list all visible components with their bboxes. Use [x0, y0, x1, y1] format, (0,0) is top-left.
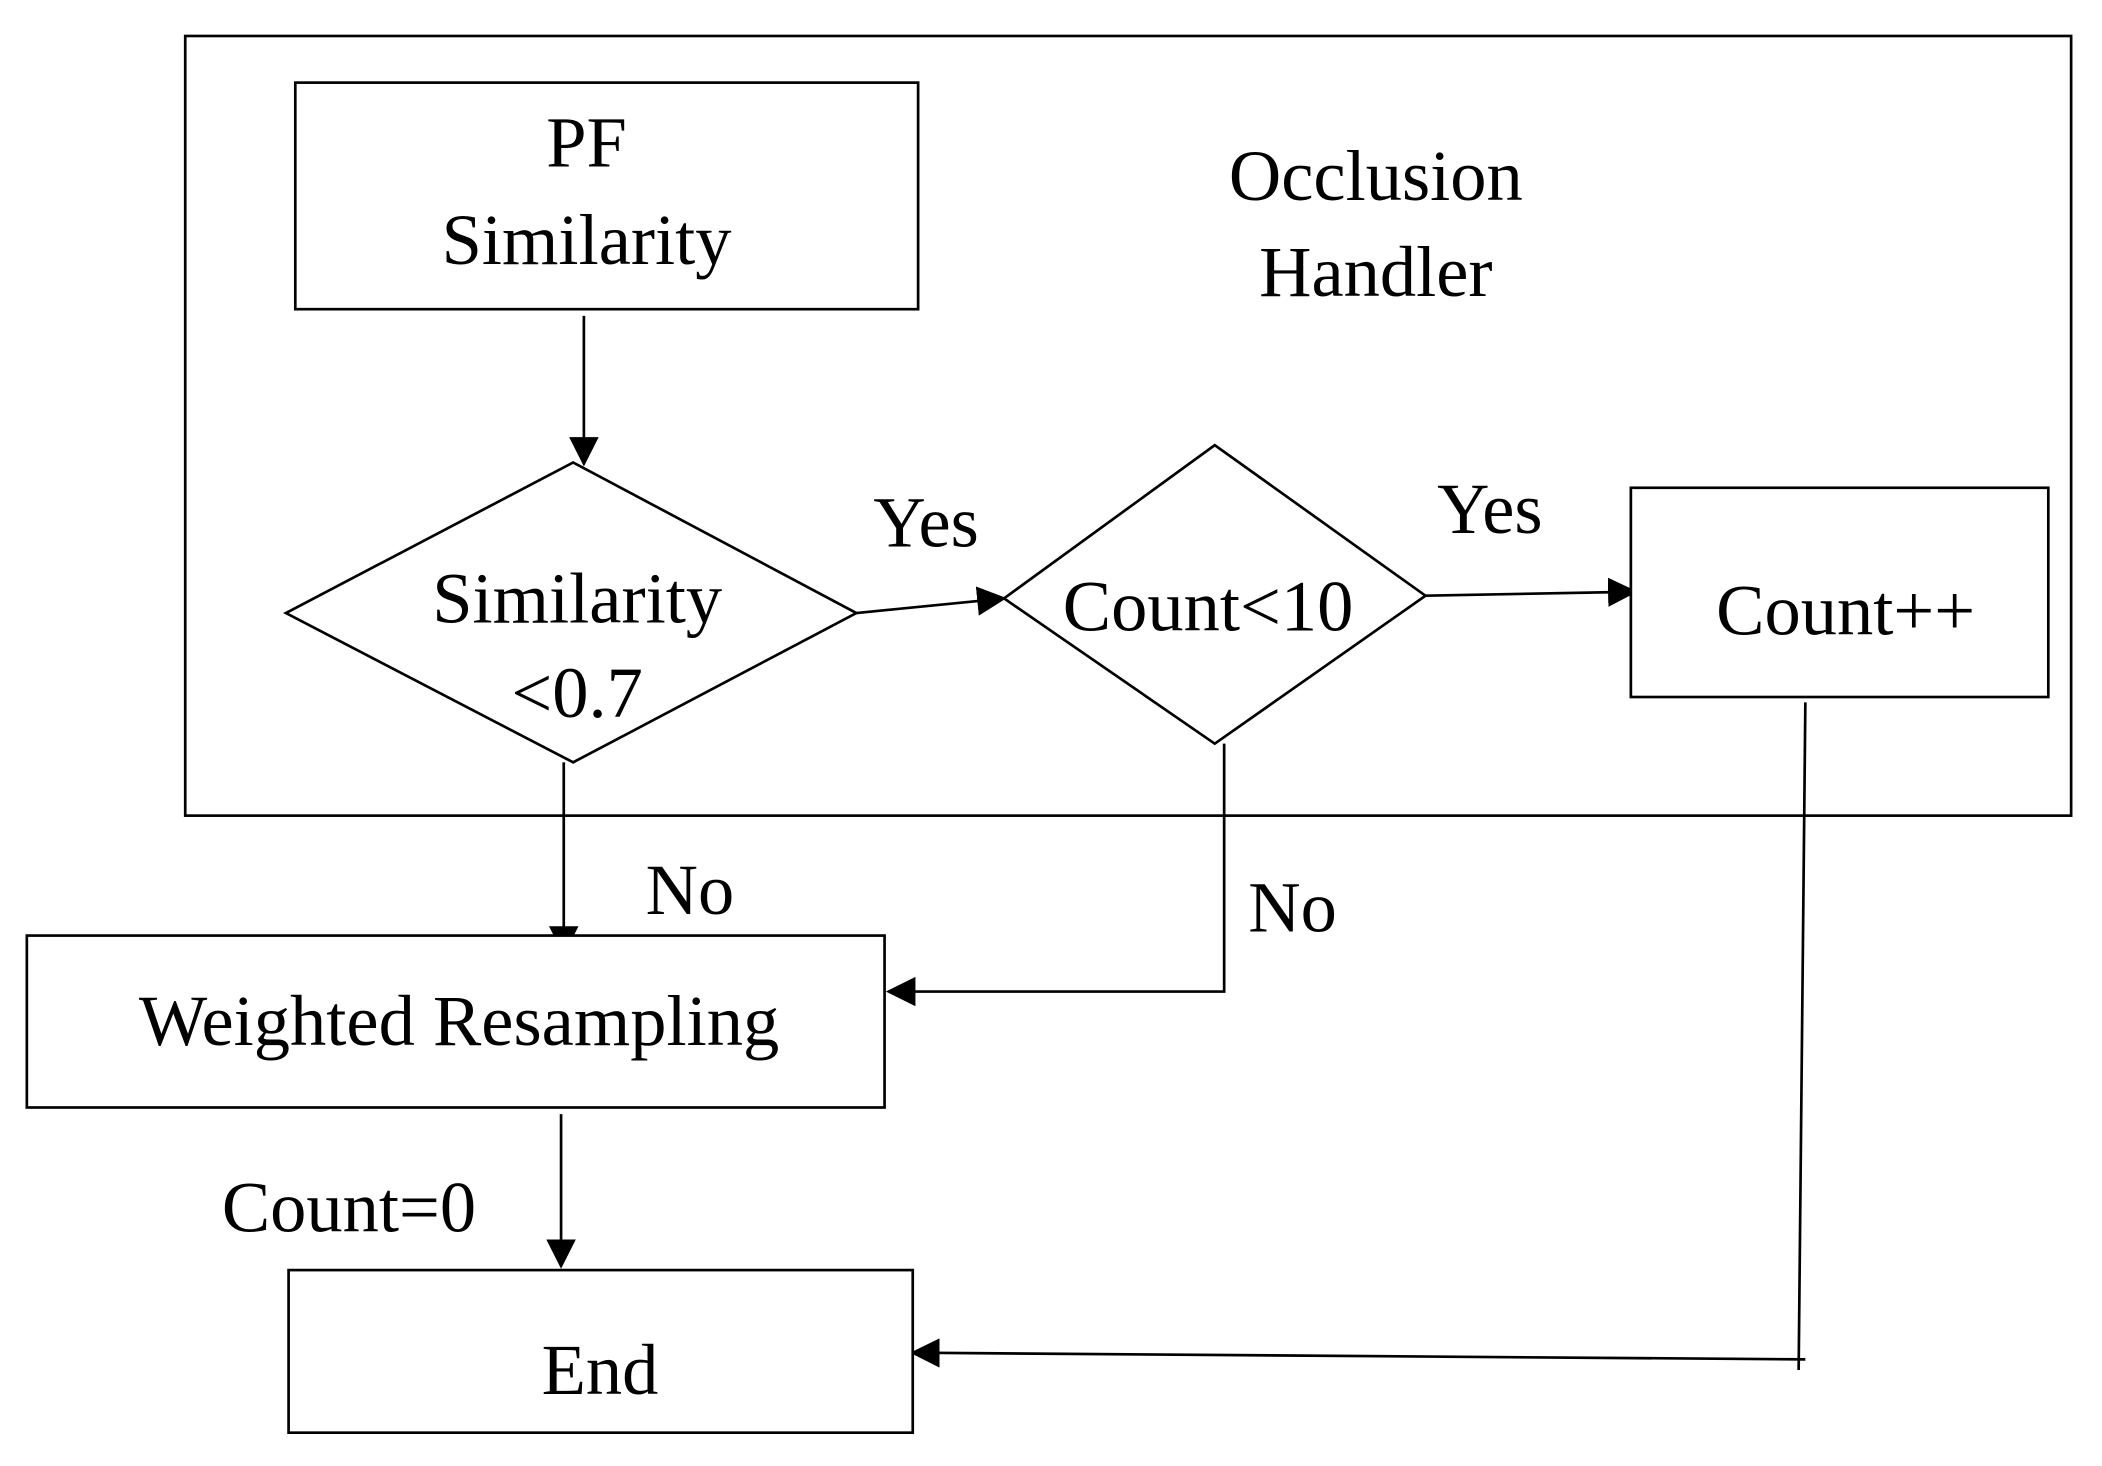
similarity-yes-label: Yes: [873, 483, 978, 563]
end-box: [287, 1268, 915, 1435]
pf-similarity-box: [293, 81, 920, 311]
end-label: End: [542, 1330, 659, 1410]
weighted-resampling-label: Weighted Resampling: [139, 981, 779, 1061]
count-increment-label: Count++: [1716, 571, 1975, 651]
count-check-label: Count<10: [1063, 567, 1354, 647]
arrow-count-no: [885, 743, 1226, 1007]
arrow-similarity-yes: [856, 586, 1007, 616]
line-count-increment-down: [1797, 702, 1807, 1371]
count-no-label: No: [1248, 868, 1337, 948]
similarity-label-line1: Similarity: [432, 559, 722, 639]
pf-label-line1: PF: [546, 103, 627, 183]
reset-label: Count=0: [222, 1168, 476, 1248]
arrow-to-end: [910, 1338, 1806, 1368]
arrow-count-yes: [1425, 577, 1638, 607]
container-title-line2: Handler: [1259, 232, 1492, 312]
count-increment-box: [1629, 486, 2050, 699]
count-yes-label: Yes: [1437, 469, 1542, 549]
container-title-line1: Occlusion: [1229, 136, 1523, 216]
similarity-label-line2: <0.7: [511, 653, 642, 733]
pf-label-line2: Similarity: [442, 200, 732, 280]
similarity-no-label: No: [646, 850, 735, 930]
weighted-resampling-box: [25, 934, 886, 1109]
